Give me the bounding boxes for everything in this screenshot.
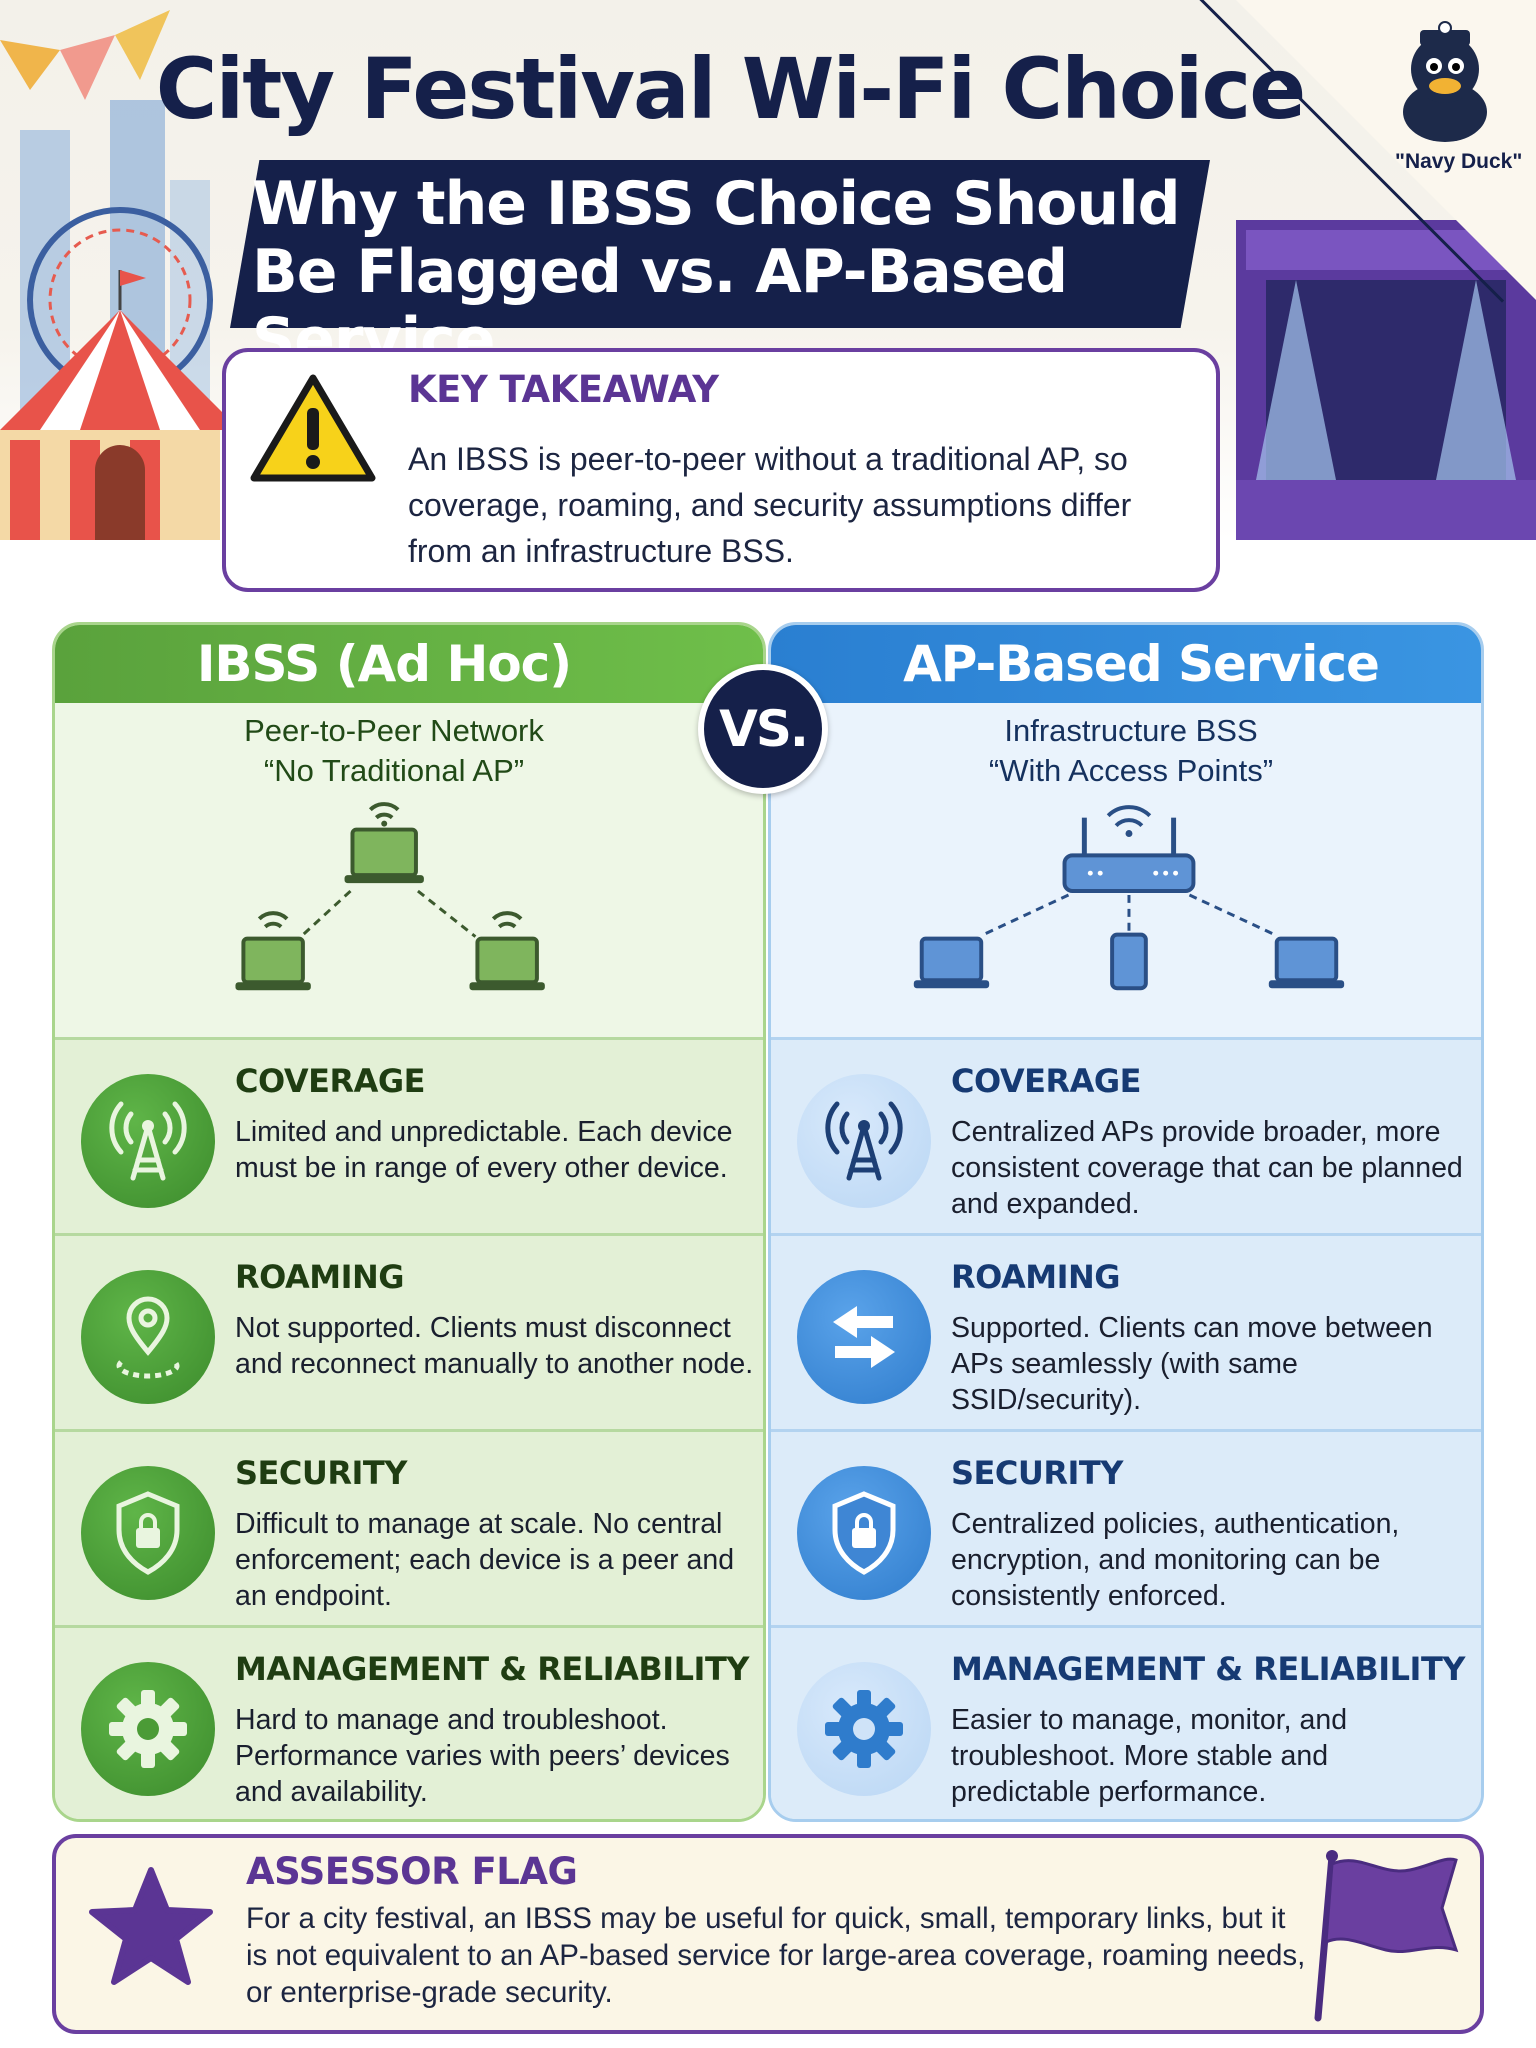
- row-text: Difficult to manage at scale. No central…: [235, 1508, 735, 1612]
- row-title: MANAGEMENT & RELIABILITY: [951, 1650, 1465, 1688]
- phone-icon: [1110, 932, 1148, 991]
- warning-icon: [250, 374, 376, 482]
- ibss-row-security: SECURITY Difficult to manage at scale. N…: [55, 1429, 763, 1625]
- key-takeaway-box: [222, 348, 1220, 592]
- antenna-tower-icon: [81, 1074, 215, 1208]
- location-pin-icon: [81, 1270, 215, 1404]
- ap-heading: AP-Based Service: [771, 625, 1481, 703]
- gear-icon: [81, 1662, 215, 1796]
- ap-row-security: SECURITY Centralized policies, authentic…: [771, 1429, 1481, 1625]
- row-title: COVERAGE: [951, 1062, 1141, 1100]
- laptop-icon: [469, 936, 545, 991]
- peer-to-peer-diagram: [235, 802, 545, 991]
- antenna-tower-icon: [797, 1074, 931, 1208]
- shield-lock-icon: [81, 1466, 215, 1600]
- ibss-heading: IBSS (Ad Hoc): [55, 625, 763, 703]
- ap-subheading: Infrastructure BSS “With Access Points”: [771, 711, 1481, 791]
- assessor-flag-text: For a city festival, an IBSS may be usef…: [246, 1902, 1306, 2009]
- ibss-sub-line-2: “No Traditional AP”: [263, 753, 525, 788]
- subtitle-banner: [230, 160, 1210, 328]
- subtitle-line-1: Why the IBSS Choice Should: [252, 169, 1181, 239]
- row-text: Centralized APs provide broader, more co…: [951, 1116, 1463, 1220]
- row-text: Easier to manage, monitor, and troublesh…: [951, 1704, 1348, 1808]
- vs-badge: VS.: [698, 664, 828, 794]
- assessor-flag-heading: ASSESSOR FLAG: [246, 1850, 578, 1893]
- ibss-row-coverage: COVERAGE Limited and unpredictable. Each…: [55, 1037, 763, 1233]
- row-title: SECURITY: [235, 1454, 407, 1492]
- row-title: COVERAGE: [235, 1062, 425, 1100]
- laptop-icon: [913, 936, 990, 989]
- festival-scene-illustration: [0, 10, 240, 540]
- purple-flag-icon: [1314, 1850, 1459, 2022]
- row-title: MANAGEMENT & RELIABILITY: [235, 1650, 749, 1688]
- row-text: Hard to manage and troubleshoot. Perform…: [235, 1704, 730, 1808]
- row-title: ROAMING: [951, 1258, 1121, 1296]
- row-text: Supported. Clients can move between APs …: [951, 1312, 1433, 1416]
- ap-row-coverage: COVERAGE Centralized APs provide broader…: [771, 1037, 1481, 1233]
- ibss-row-management: MANAGEMENT & RELIABILITY Hard to manage …: [55, 1625, 763, 1819]
- swap-arrows-icon: [797, 1270, 931, 1404]
- row-title: ROAMING: [235, 1258, 405, 1296]
- mascot-caption: "Navy Duck": [1395, 150, 1523, 173]
- navy-duck-mascot-icon: [1403, 21, 1487, 142]
- ibss-subheading: Peer-to-Peer Network “No Traditional AP”: [55, 711, 763, 791]
- row-text: Limited and unpredictable. Each device m…: [235, 1116, 733, 1184]
- ibss-sub-line-1: Peer-to-Peer Network: [244, 713, 544, 748]
- ap-sub-line-2: “With Access Points”: [988, 753, 1274, 788]
- access-point-icon: [1062, 817, 1196, 894]
- ap-row-roaming: ROAMING Supported. Clients can move betw…: [771, 1233, 1481, 1429]
- key-takeaway-text: An IBSS is peer-to-peer without a tradit…: [408, 441, 1132, 569]
- infrastructure-diagram: [913, 805, 1345, 991]
- ap-sub-line-1: Infrastructure BSS: [1004, 713, 1258, 748]
- ap-row-management: MANAGEMENT & RELIABILITY Easier to manag…: [771, 1625, 1481, 1819]
- page-title: City Festival Wi-Fi Choice: [155, 40, 1306, 138]
- star-icon: [89, 1867, 213, 1985]
- stage-illustration: [1236, 220, 1536, 540]
- ibss-column: IBSS (Ad Hoc) Peer-to-Peer Network “No T…: [52, 622, 766, 1822]
- shield-lock-icon: [797, 1466, 931, 1600]
- page-subtitle: Why the IBSS Choice Should Be Flagged vs…: [252, 170, 1192, 374]
- key-takeaway-heading: KEY TAKEAWAY: [408, 368, 719, 411]
- ap-column: AP-Based Service Infrastructure BSS “Wit…: [768, 622, 1484, 1822]
- row-title: SECURITY: [951, 1454, 1123, 1492]
- row-text: Centralized policies, authentication, en…: [951, 1508, 1400, 1612]
- assessor-flag-box: [52, 1834, 1484, 2034]
- row-text: Not supported. Clients must disconnect a…: [235, 1312, 754, 1380]
- laptop-icon: [1268, 936, 1345, 989]
- laptop-icon: [344, 827, 424, 884]
- gear-icon: [797, 1662, 931, 1796]
- laptop-icon: [235, 936, 311, 991]
- ibss-row-roaming: ROAMING Not supported. Clients must disc…: [55, 1233, 763, 1429]
